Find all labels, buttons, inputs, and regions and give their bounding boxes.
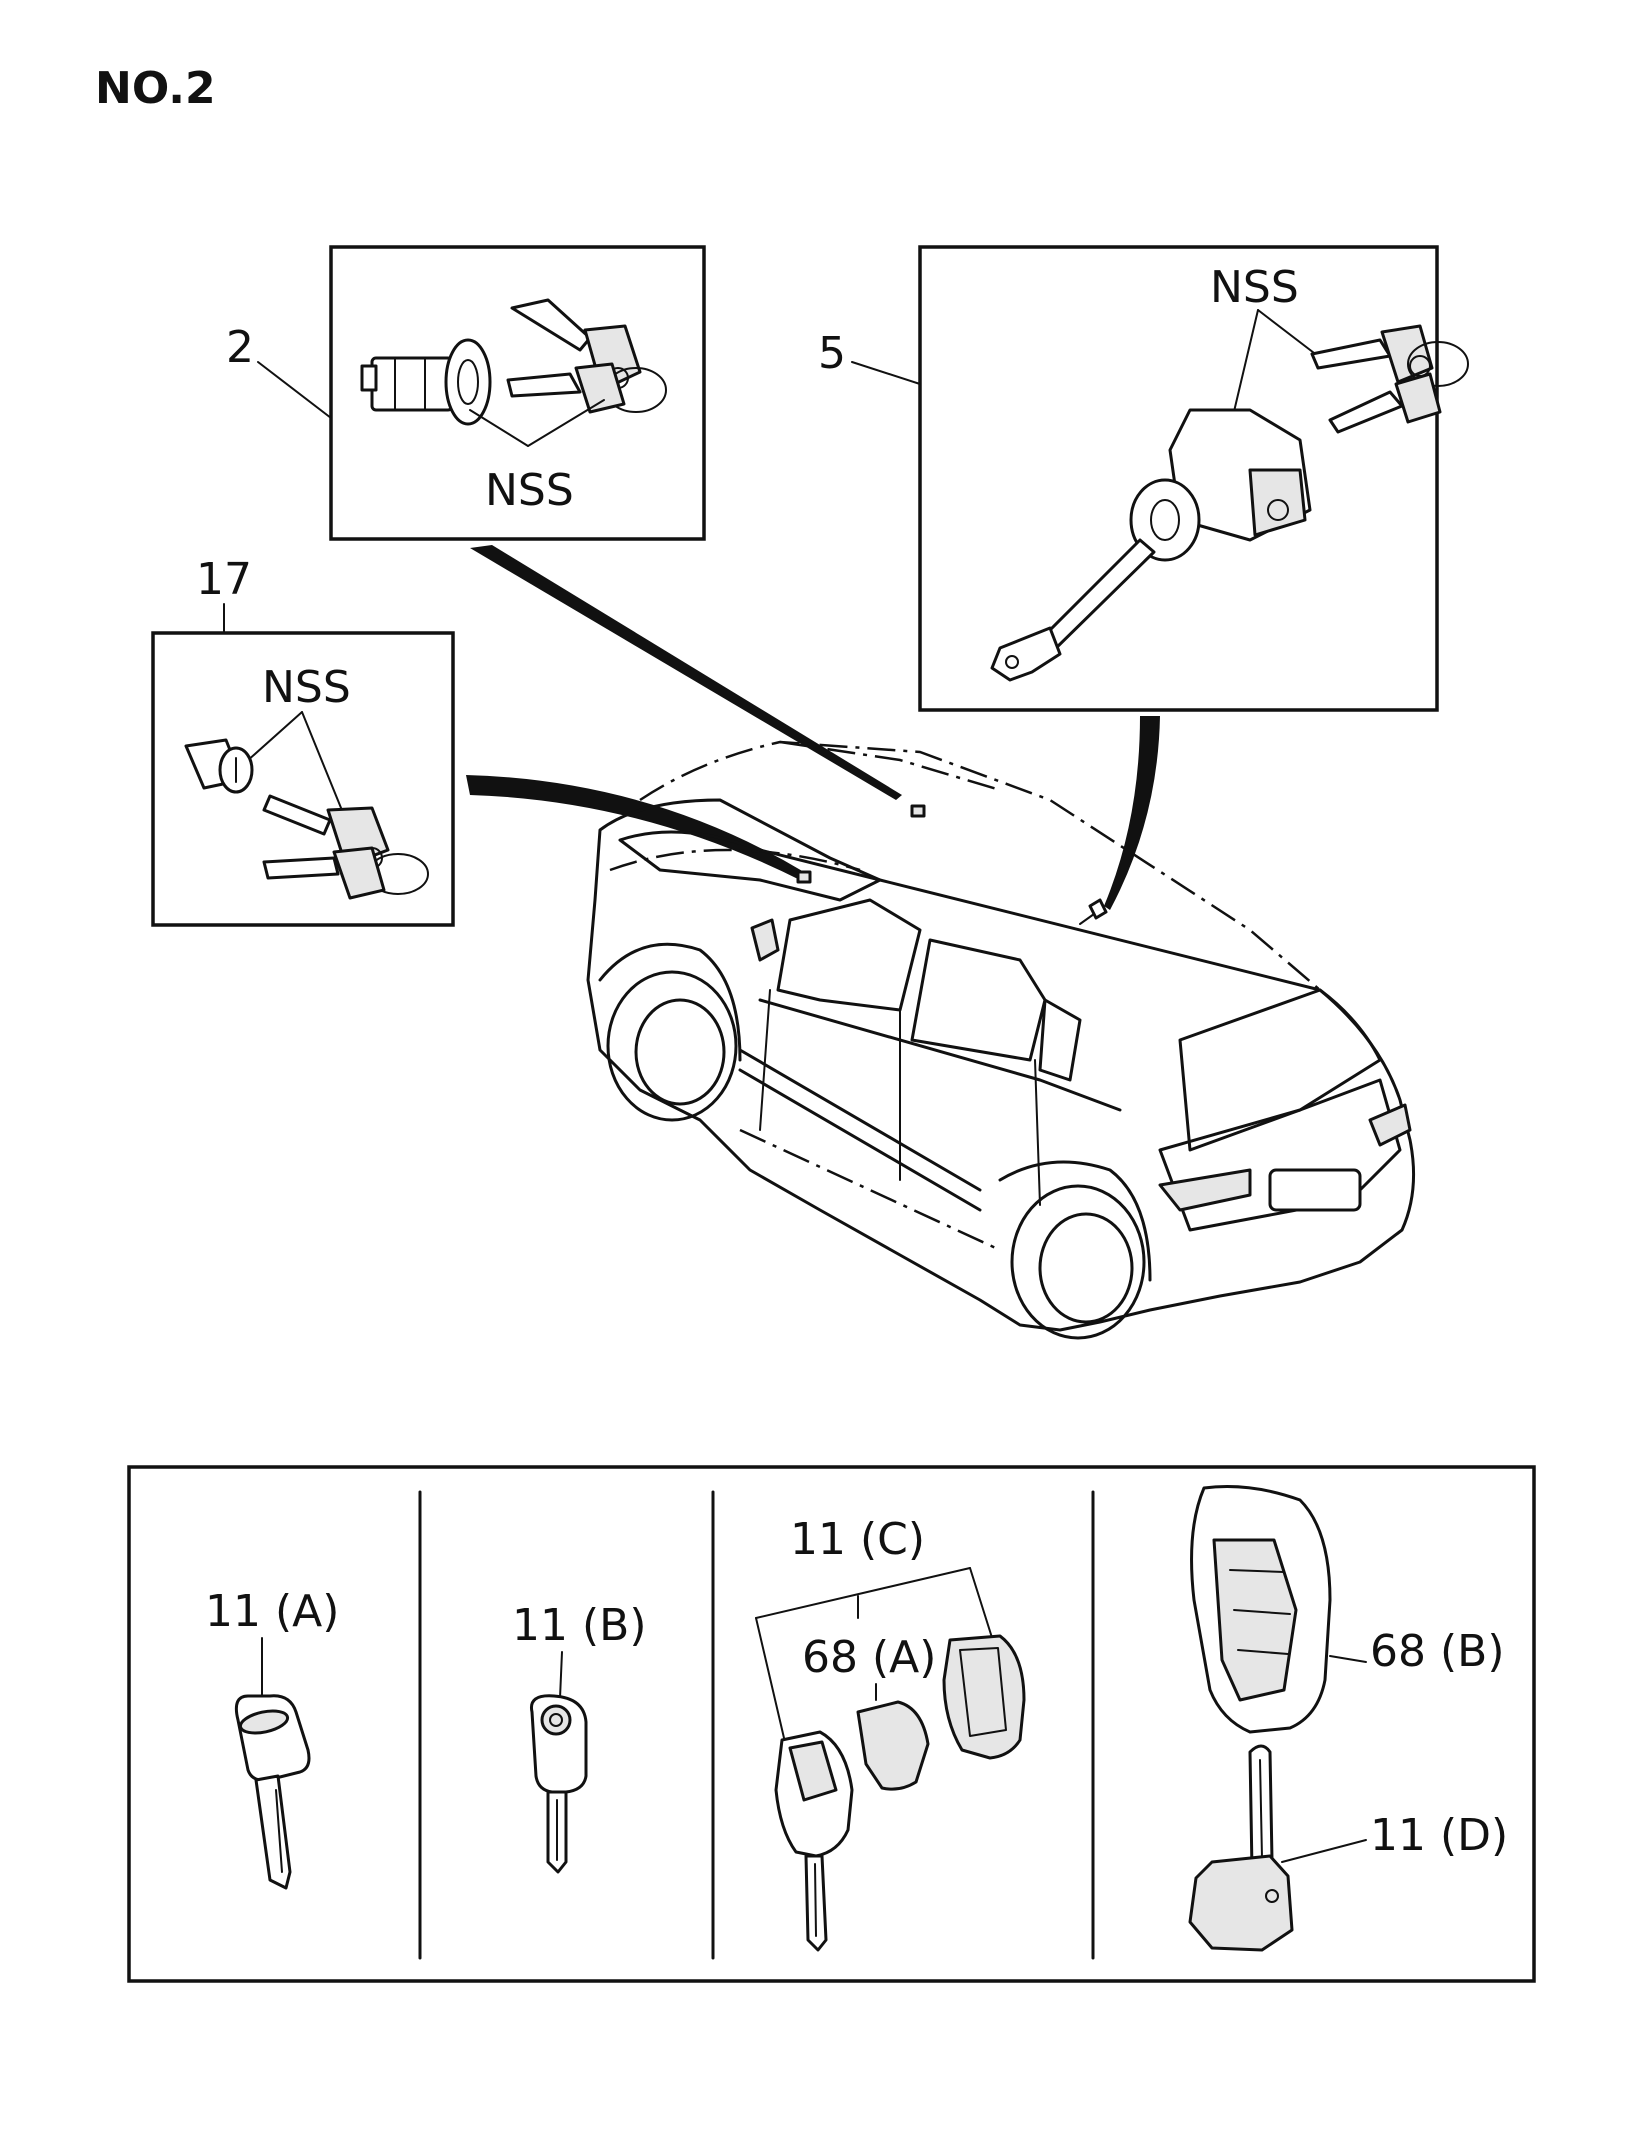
nss-label-5: NSS	[1210, 262, 1299, 313]
part-number-17: 17	[196, 554, 252, 605]
plain-key-b-icon	[529, 1694, 588, 1874]
key-c-bracket	[755, 1567, 971, 1619]
key-pair-icon	[1310, 324, 1469, 434]
tailgate-cylinder-icon	[184, 738, 254, 794]
part-number-5: 5	[818, 328, 846, 379]
leader-line-5	[851, 361, 921, 385]
nss-label-2: NSS	[485, 465, 574, 516]
nss-leader-5a	[1231, 309, 1259, 421]
key-b-leader	[559, 1651, 563, 1699]
remote-b-label: 68 (B)	[1370, 1626, 1505, 1677]
nss-leader-17a	[245, 711, 303, 763]
key-variant-a[interactable]: 11 (A)	[205, 1586, 339, 1890]
key-d-label: 11 (D)	[1370, 1810, 1508, 1861]
remote-b-leader	[1329, 1655, 1367, 1663]
key-variant-smart[interactable]: 68 (B) 11 (D)	[1188, 1485, 1508, 1952]
key-c-leader-key	[755, 1617, 785, 1739]
callout-ignition-set[interactable]: 2 NSS	[226, 245, 706, 541]
remote-key-c-icon	[774, 1730, 854, 1952]
key-variant-c[interactable]: 11 (C) 68 (A)	[755, 1514, 1026, 1952]
key-d-leader	[1281, 1839, 1367, 1863]
nss-label-17: NSS	[262, 662, 351, 713]
remote-shell-icon	[942, 1634, 1026, 1760]
door-lock-cylinder-icon	[990, 408, 1312, 682]
pointer-ignition	[470, 545, 902, 800]
key-variants-panel: 11 (A) 11 (B) 11 (C)	[127, 1465, 1536, 1983]
emergency-key-11d-icon	[1188, 1744, 1294, 1952]
nss-leader-2b	[527, 399, 605, 447]
part-number-2: 2	[226, 322, 254, 373]
key-b-label: 11 (B)	[512, 1600, 647, 1651]
page-number: NO.2	[95, 63, 216, 114]
pointer-tailgate	[466, 775, 804, 880]
remote-a-label: 68 (A)	[802, 1632, 936, 1683]
key-a-label: 11 (A)	[205, 1586, 339, 1637]
key-pair-icon	[262, 794, 429, 900]
callout-door-lock-set[interactable]: 5 NSS	[818, 245, 1469, 712]
smart-remote-68b-icon	[1190, 1485, 1332, 1734]
key-variant-b[interactable]: 11 (B)	[512, 1600, 647, 1874]
vehicle-illustration-icon	[586, 740, 1416, 1340]
key-c-label: 11 (C)	[790, 1514, 925, 1565]
pointer-door	[1104, 716, 1160, 910]
leader-line-2	[257, 361, 332, 419]
callout-tailgate-lock-set[interactable]: 17 NSS	[151, 554, 455, 927]
nss-leader-5b	[1257, 309, 1319, 357]
key-c-leader-shell	[969, 1567, 995, 1645]
nss-leader-2a	[469, 409, 529, 447]
remote-insert-68a-icon	[856, 1700, 930, 1791]
ignition-cylinder-icon	[360, 338, 492, 426]
plain-key-a-icon	[234, 1694, 311, 1890]
key-pair-icon	[506, 298, 667, 414]
